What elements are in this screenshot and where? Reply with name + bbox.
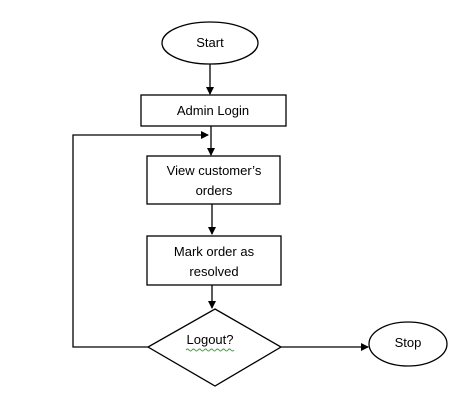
start-label: Start	[196, 35, 224, 50]
admin-login-node: Admin Login	[140, 94, 287, 127]
mark-resolved-node: Mark order as resolved	[146, 235, 282, 286]
logout-label: Logout?	[187, 332, 234, 347]
admin-login-label: Admin Login	[177, 103, 249, 118]
stop-node: Stop	[368, 321, 448, 367]
spellcheck-underline	[185, 348, 235, 352]
start-node: Start	[161, 21, 259, 65]
mark-resolved-label-line1: Mark order as	[174, 244, 255, 259]
view-orders-label-line1: View customer’s	[167, 163, 262, 178]
view-orders-label-line2: orders	[196, 183, 233, 198]
mark-resolved-label-line2: resolved	[189, 264, 238, 279]
edge-logout-loop-back	[72, 131, 209, 348]
logout-decision-node: Logout?	[146, 308, 283, 387]
stop-label: Stop	[395, 335, 422, 350]
view-orders-node: View customer’s orders	[146, 155, 281, 205]
